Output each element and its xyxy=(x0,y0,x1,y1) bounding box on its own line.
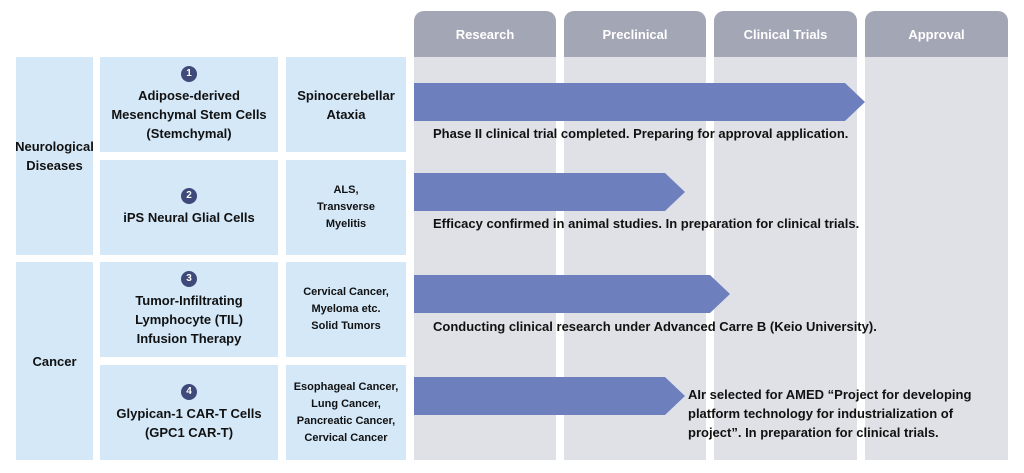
disease-cell-3: Cervical Cancer, Myeloma etc. Solid Tumo… xyxy=(286,262,406,357)
status-text-4: AIr selected for AMED “Project for devel… xyxy=(688,385,971,442)
disease-cell-1: Spinocerebellar Ataxia xyxy=(286,57,406,152)
therapy-cell-2: 2 iPS Neural Glial Cells xyxy=(100,160,278,255)
therapy-name-line: Adipose-derived xyxy=(138,88,240,103)
therapy-name-line: Tumor-Infiltrating xyxy=(135,293,243,308)
disease-line: Esophageal Cancer, xyxy=(293,380,399,393)
progress-arrow-2 xyxy=(414,173,685,211)
status-line: platform technology for industrializatio… xyxy=(688,406,954,421)
status-text-3: Conducting clinical research under Advan… xyxy=(433,319,877,334)
category-label-line: Cancer xyxy=(32,353,77,369)
stage-header-research: Research xyxy=(414,11,556,57)
disease-line: Cervical Cancer xyxy=(304,431,388,444)
disease-line: Lung Cancer, xyxy=(311,397,381,410)
number-badge: 2 xyxy=(181,188,197,204)
therapy-name-line: Glypican-1 CAR-T Cells xyxy=(116,405,262,421)
disease-line: Ataxia xyxy=(326,106,366,122)
stage-header-approval: Approval xyxy=(865,11,1008,57)
stage-column-clinical-trials xyxy=(714,57,857,460)
status-line: AIr selected for AMED “Project for devel… xyxy=(688,387,972,402)
progress-arrow-1 xyxy=(414,83,865,121)
stage-header-preclinical: Preclinical xyxy=(564,11,706,57)
therapy-name-line: iPS Neural Glial Cells xyxy=(123,210,255,225)
number-badge: 4 xyxy=(181,383,197,400)
therapy-name-line: Mesenchymal Stem Cells xyxy=(111,107,267,122)
therapy-cell-1: 1 Adipose-derived Mesenchymal Stem Cells… xyxy=(100,57,278,152)
disease-line: Spinocerebellar xyxy=(297,87,395,103)
number-badge: 3 xyxy=(181,271,197,287)
therapy-cell-4: 4 Glypican-1 CAR-T Cells (GPC1 CAR-T) xyxy=(100,365,278,460)
stage-column-approval xyxy=(865,57,1008,460)
therapy-name-line: Lymphocyte (TIL) xyxy=(135,312,243,327)
stage-header-clinical-trials: Clinical Trials xyxy=(714,11,857,57)
therapy-cell-3: 3 Tumor-Infiltrating Lymphocyte (TIL) In… xyxy=(100,262,278,357)
disease-line: ALS, xyxy=(333,184,359,196)
therapy-name-line: (Stemchymal) xyxy=(146,126,232,141)
disease-line: Solid Tumors xyxy=(311,320,381,332)
disease-line: Myeloma etc. xyxy=(311,303,381,315)
status-text-2: Efficacy confirmed in animal studies. In… xyxy=(433,216,860,231)
therapy-name-line: Infusion Therapy xyxy=(136,331,242,346)
therapy-name-line: (GPC1 CAR-T) xyxy=(144,424,234,440)
disease-line: Pancreatic Cancer, xyxy=(296,414,396,427)
category-cancer: Cancer xyxy=(16,262,93,460)
progress-arrow-3 xyxy=(414,275,730,313)
status-line: project”. In preparation for clinical tr… xyxy=(688,425,939,440)
progress-arrow-4 xyxy=(414,377,685,415)
status-text-1: Phase II clinical trial completed. Prepa… xyxy=(433,126,849,141)
disease-cell-2: ALS, Transverse Myelitis xyxy=(286,160,406,255)
disease-line: Cervical Cancer, xyxy=(303,286,389,298)
number-badge: 1 xyxy=(181,66,197,82)
category-neurological-diseases: Neurological Diseases xyxy=(15,57,94,255)
disease-cell-4: Esophageal Cancer, Lung Cancer, Pancreat… xyxy=(286,365,406,460)
category-label-line: Neurological xyxy=(15,139,94,154)
disease-line: Transverse xyxy=(316,201,376,213)
category-label-line: Diseases xyxy=(26,158,83,173)
disease-line: Myelitis xyxy=(325,218,367,230)
